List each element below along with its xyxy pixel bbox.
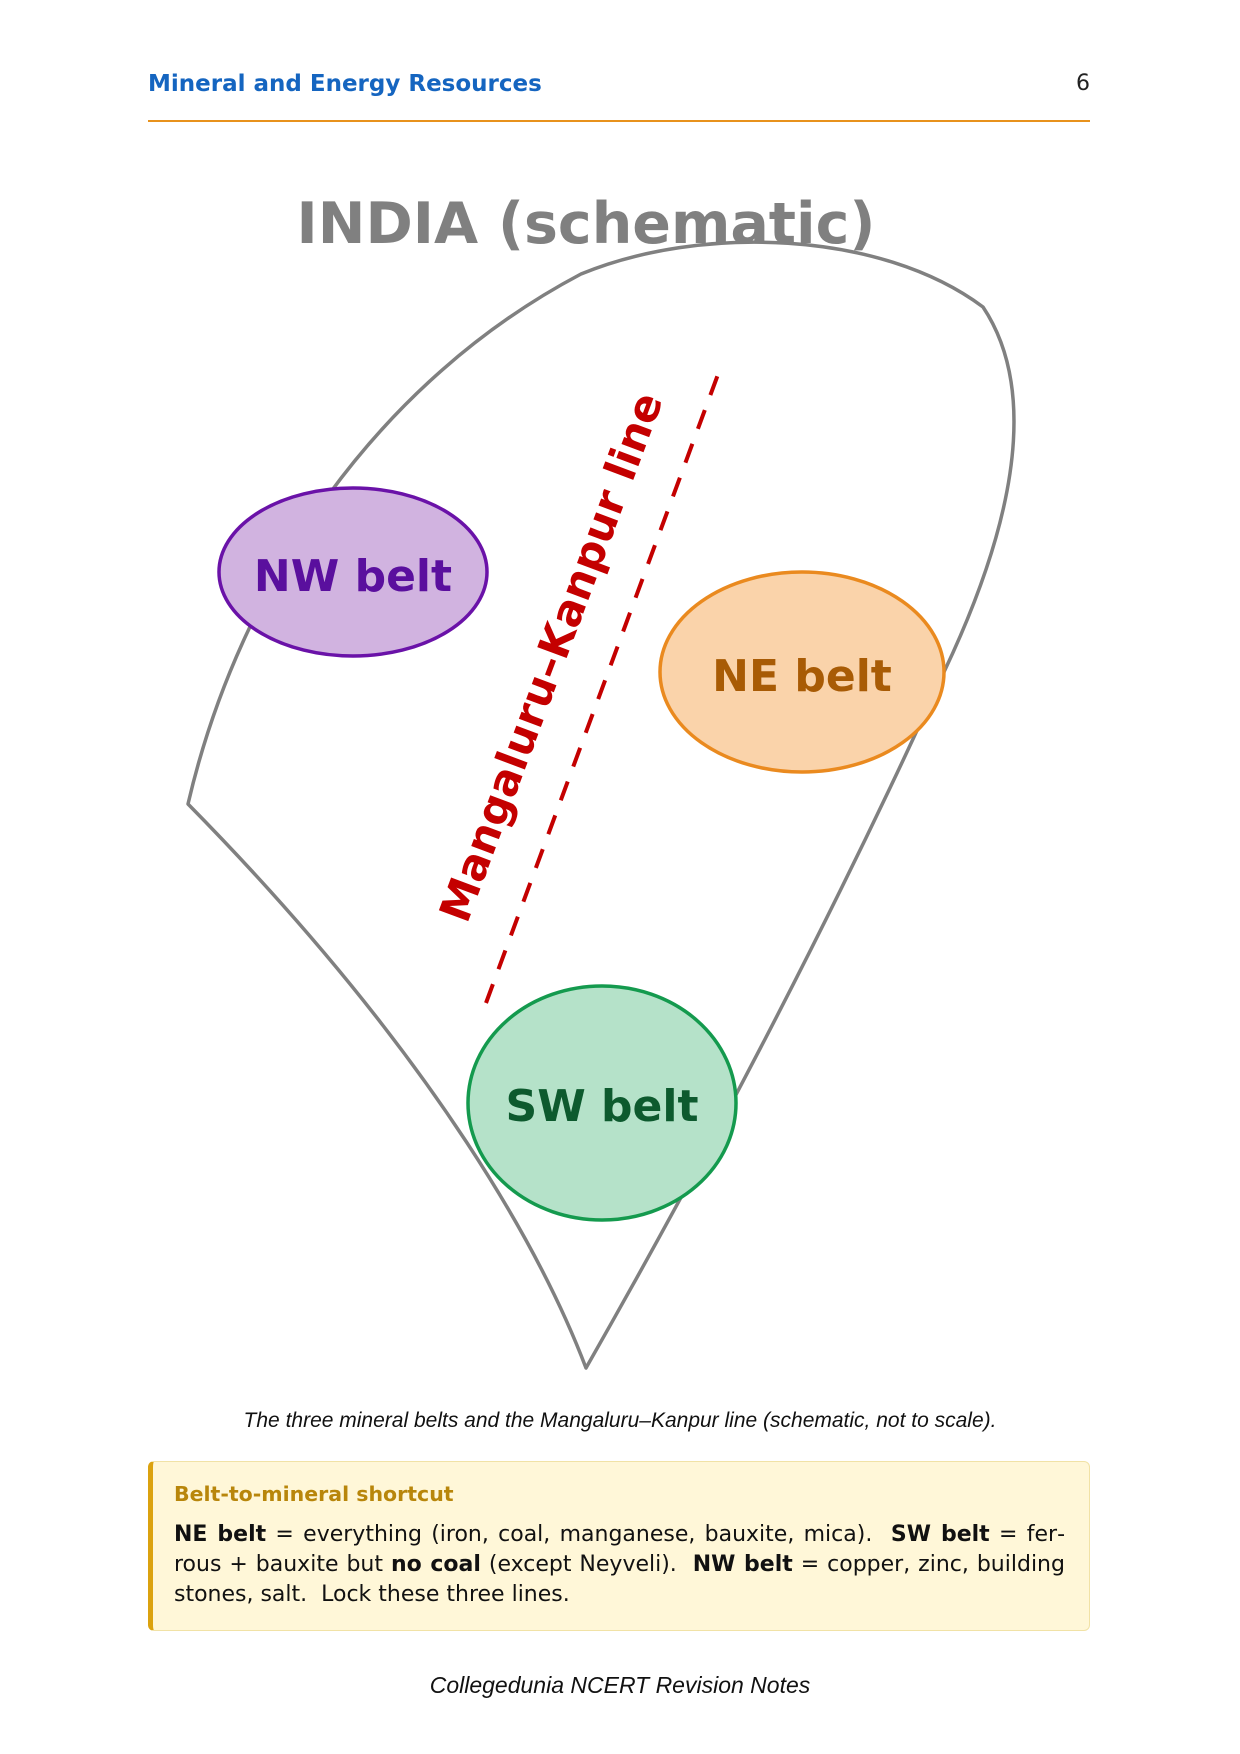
ne-belt-label: NE belt [712, 651, 892, 702]
callout-text: = fer­rous + bauxite but [174, 1522, 1066, 1577]
nw-belt-ellipse [217, 486, 489, 658]
figure-title: INDIA (schematic) [297, 191, 876, 257]
header-rule [148, 120, 1090, 122]
callout-text: = everything (iron, coal, manganese, bau… [266, 1522, 891, 1547]
india-mineral-belts-figure: INDIA (schematic) Mangaluru–Kanpur line … [186, 191, 1016, 1370]
page-footer: Collegedunia NCERT Revision Notes [429, 1672, 811, 1698]
page-number: 6 [1076, 71, 1090, 96]
mangaluru-kanpur-line [484, 368, 722, 1004]
sw-belt-label: SW belt [506, 1081, 699, 1132]
ne-belt-ellipse [658, 570, 946, 774]
nw-belt-label: NW belt [254, 551, 452, 602]
callout-term-nw-belt: NW belt [692, 1552, 793, 1577]
callout-term-sw-belt: SW belt [890, 1522, 990, 1547]
mangaluru-kanpur-line-label: Mangaluru–Kanpur line [430, 386, 673, 929]
figure-caption: The three mineral belts and the Mangalur… [243, 1409, 997, 1432]
callout-term-ne-belt: NE belt [174, 1522, 267, 1547]
callout-text: = copper, zinc, building stones, salt. L… [174, 1552, 1065, 1607]
callout-title: Belt-to-mineral shortcut [174, 1482, 454, 1506]
shortcut-callout-box: Belt-to-mineral shortcut NE belt = every… [148, 1461, 1090, 1631]
india-outline [186, 240, 1016, 1370]
callout-emphasis-no-coal: no coal [390, 1552, 481, 1577]
running-header-title: Mineral and Energy Resources [148, 71, 542, 97]
callout-body: NE belt = everything (iron, coal, mangan… [174, 1520, 1065, 1610]
callout-text: (except Neyveli). [480, 1552, 693, 1577]
sw-belt-ellipse [466, 984, 738, 1222]
